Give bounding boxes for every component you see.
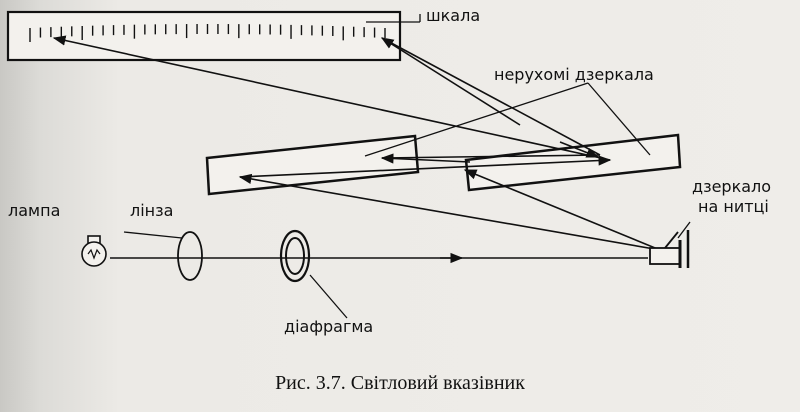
light-beam-path: [52, 35, 661, 264]
fixed-mirror-left: [205, 134, 420, 196]
lens-label: лінза: [130, 201, 174, 220]
mirror-on-thread-label-line1: дзеркало: [692, 177, 772, 196]
leader-lines: [123, 14, 691, 319]
diaphragm-label: діафрагма: [284, 317, 374, 336]
lamp-label: лампа: [8, 201, 61, 220]
diaphragm-icon: [279, 229, 311, 283]
mirror-on-thread-label-line2: на нитці: [698, 197, 769, 216]
scale-ticks: [29, 24, 386, 42]
lamp-icon: [81, 235, 107, 267]
lens-icon: [177, 231, 203, 281]
figure-caption: Рис. 3.7. Світловий вказівник: [275, 372, 525, 394]
scale-box: [6, 10, 402, 62]
mirror-on-thread-icon: [649, 230, 690, 268]
fixed-mirrors-label: нерухомі дзеркала: [494, 65, 654, 84]
scale-label: шкала: [426, 6, 481, 25]
